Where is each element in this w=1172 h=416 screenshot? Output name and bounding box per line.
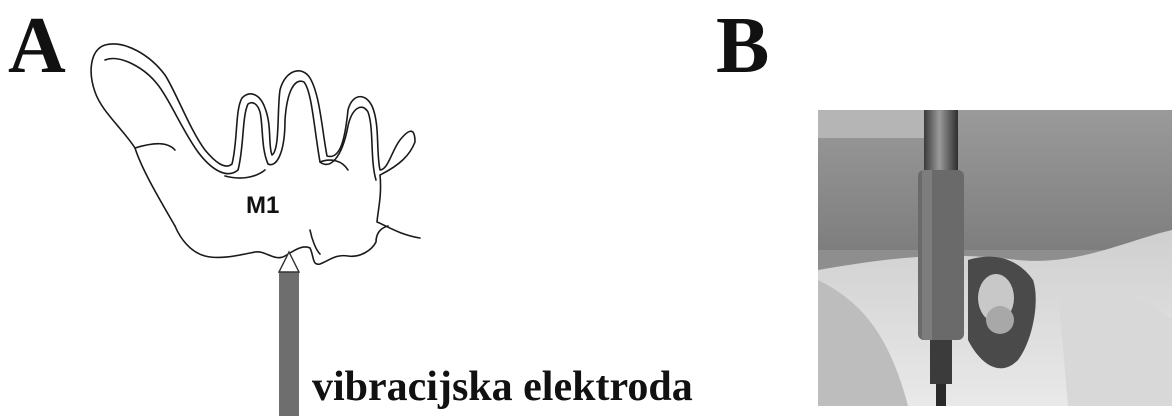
- tooth-diagram: [80, 30, 440, 416]
- photo-render: [818, 110, 1172, 406]
- electrode-tip: [279, 252, 299, 272]
- panel-a-letter: A: [8, 6, 66, 86]
- photo-electrode-rod: [924, 110, 958, 170]
- vibration-electrode: [279, 272, 299, 416]
- tooth-inner-outline: [105, 59, 376, 180]
- electrode-label: vibracijska elektroda: [312, 366, 693, 408]
- tooth-root-edge: [175, 226, 388, 264]
- tooth-label-m1: M1: [246, 192, 279, 220]
- panel-b-letter: B: [716, 6, 769, 86]
- electrode-photo: [818, 110, 1172, 406]
